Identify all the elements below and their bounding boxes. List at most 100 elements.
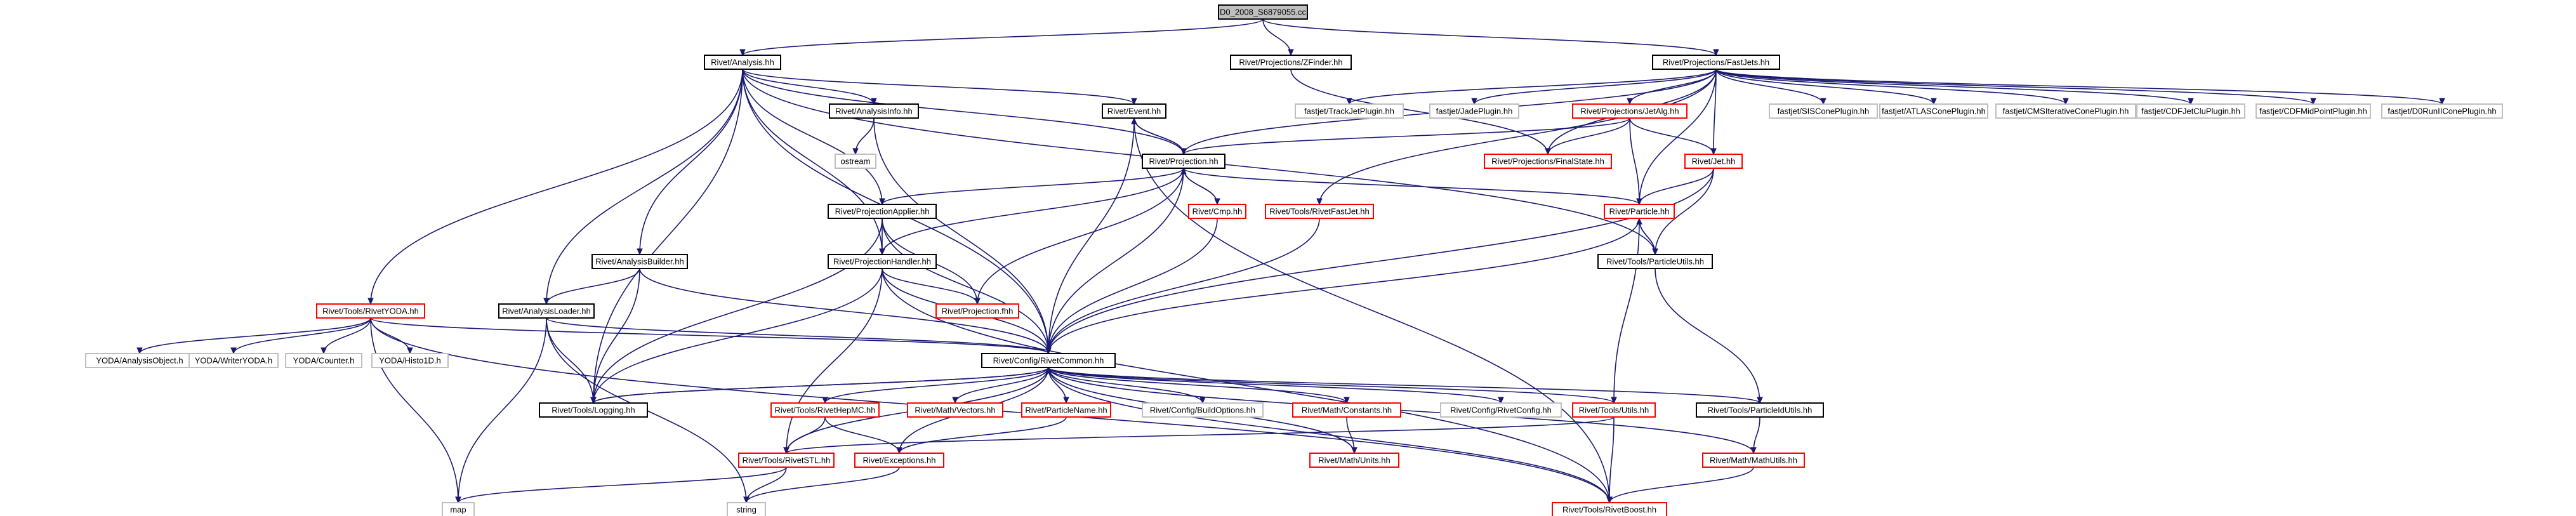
node-constants[interactable]: Rivet/Math/Constants.hh <box>1292 402 1401 418</box>
edge-analysis-to-analysisinfo <box>742 69 875 105</box>
edge-utils-to-rivetstl <box>786 416 1615 454</box>
edge-projapplier-to-rivetcommon <box>882 218 1049 354</box>
edge-fastjets-to-trackjet <box>1349 69 1717 105</box>
node-box-pidutils <box>1696 402 1824 418</box>
edge-rivetcommon-to-hepmc <box>824 367 1049 404</box>
edge-jet-to-particleutils <box>1655 168 1714 255</box>
arrowhead-analysisinfo-to-ostream <box>852 148 859 155</box>
node-box-rivetcommon <box>981 353 1116 368</box>
node-analysisbuilder[interactable]: Rivet/AnalysisBuilder.hh <box>591 254 688 269</box>
arrowhead-rivetcommon-to-constants <box>1344 397 1350 404</box>
node-event[interactable]: Rivet/Event.hh <box>1102 103 1166 119</box>
node-analysisinfo[interactable]: Rivet/AnalysisInfo.hh <box>829 103 919 119</box>
node-label-fastjets: Rivet/Projections/FastJets.hh <box>1663 58 1769 67</box>
edge-analysisinfo-to-ostream <box>855 117 875 155</box>
edge-analysis-to-projection <box>742 69 1184 155</box>
node-label-vectors: Rivet/Math/Vectors.hh <box>915 406 995 415</box>
node-yodawrite: YODA/WriterYODA.h <box>188 353 279 368</box>
node-root[interactable]: D0_2008_S6879055.cc <box>1218 4 1308 20</box>
node-zfinder[interactable]: Rivet/Projections/ZFinder.hh <box>1230 55 1352 70</box>
edge-zfinder-to-finalstate <box>1290 69 1549 155</box>
edge-fastjets-to-particle <box>1639 69 1717 205</box>
node-cdfmid: fastjet/CDFMidPointPlugin.hh <box>2256 103 2371 119</box>
node-projhandler[interactable]: Rivet/ProjectionHandler.hh <box>828 254 937 269</box>
node-analysis[interactable]: Rivet/Analysis.hh <box>704 55 781 70</box>
node-label-rivetfastjet: Rivet/Tools/RivetFastJet.hh <box>1269 207 1370 216</box>
edge-analysisinfo-to-rivetcommon <box>873 117 1049 354</box>
edge-rivetcommon-to-boost <box>1048 367 1610 503</box>
node-projfhh[interactable]: Rivet/Projection.fhh <box>935 303 1019 319</box>
edge-particleutils-to-pidutils <box>1655 268 1760 404</box>
edge-analysisbuilder-to-rivetcommon <box>639 268 1049 354</box>
arrowhead-rivetcommon-to-pidutils <box>1757 397 1763 404</box>
node-label-particle: Rivet/Particle.hh <box>1609 207 1670 216</box>
node-box-yodawrite <box>188 353 279 368</box>
arrowhead-projhandler-to-projfhh <box>974 298 981 305</box>
arrowhead-rivetcommon-to-rivetconfig <box>1498 397 1504 404</box>
node-label-particlename: Rivet/ParticleName.hh <box>1025 406 1107 415</box>
node-utils[interactable]: Rivet/Tools/Utils.hh <box>1572 402 1656 418</box>
node-label-yodahisto: YODA/Histo1D.h <box>379 356 441 366</box>
node-rivetfastjet[interactable]: Rivet/Tools/RivetFastJet.hh <box>1265 204 1374 219</box>
node-box-root <box>1218 4 1308 20</box>
edge-projhandler-to-logging <box>593 268 883 404</box>
node-label-logging: Rivet/Tools/Logging.hh <box>552 406 635 415</box>
arrowhead-rivetcommon-to-particlename <box>1063 397 1069 404</box>
node-exceptions[interactable]: Rivet/Exceptions.hh <box>854 453 944 468</box>
node-mathutils[interactable]: Rivet/Math/MathUtils.hh <box>1702 453 1805 468</box>
arrowhead-analysisbuilder-to-analysisloader <box>543 298 550 305</box>
arrowhead-fastjets-to-trackjet <box>1346 98 1352 105</box>
node-analysisloader[interactable]: Rivet/AnalysisLoader.hh <box>498 303 595 319</box>
edge-projhandler-to-boost <box>882 268 1610 503</box>
node-units[interactable]: Rivet/Math/Units.hh <box>1309 453 1399 468</box>
edge-projection-to-rivetcommon <box>1048 168 1184 354</box>
edge-jetalg-to-particle <box>1629 117 1640 205</box>
edge-rivetcommon-to-constants <box>1048 367 1347 404</box>
node-yodahisto: YODA/Histo1D.h <box>371 353 449 368</box>
node-projection[interactable]: Rivet/Projection.hh <box>1142 154 1225 169</box>
node-box-projapplier <box>828 204 937 219</box>
node-finalstate[interactable]: Rivet/Projections/FinalState.hh <box>1484 154 1612 169</box>
edge-event-to-boost <box>1133 117 1610 503</box>
edge-rivetcommon-to-utils <box>1048 367 1615 404</box>
node-particlename[interactable]: Rivet/ParticleName.hh <box>1021 402 1111 418</box>
node-box-trackjet <box>1295 103 1404 119</box>
node-logging[interactable]: Rivet/Tools/Logging.hh <box>539 402 648 418</box>
arrowhead-analysis-to-rivetyoda <box>367 298 374 305</box>
node-particle[interactable]: Rivet/Particle.hh <box>1604 204 1675 219</box>
node-yodaobj: YODA/AnalysisObject.h <box>85 353 194 368</box>
node-particleutils[interactable]: Rivet/Tools/ParticleUtils.hh <box>1597 254 1713 269</box>
node-rivetstl[interactable]: Rivet/Tools/RivetSTL.hh <box>738 453 835 468</box>
node-label-pidutils: Rivet/Tools/ParticleIdUtils.hh <box>1708 406 1813 415</box>
node-label-trackjet: fastjet/TrackJetPlugin.hh <box>1304 107 1394 116</box>
node-rivetyoda[interactable]: Rivet/Tools/RivetYODA.hh <box>316 303 425 319</box>
node-vectors[interactable]: Rivet/Math/Vectors.hh <box>907 402 1003 418</box>
node-projapplier[interactable]: Rivet/ProjectionApplier.hh <box>828 204 937 219</box>
edge-fastjets-to-rivetfastjet <box>1319 69 1717 205</box>
arrowhead-rivetyoda-to-yodahisto <box>407 347 413 355</box>
node-rivetcommon[interactable]: Rivet/Config/RivetCommon.hh <box>981 353 1116 368</box>
node-label-utils: Rivet/Tools/Utils.hh <box>1579 406 1649 415</box>
node-jet[interactable]: Rivet/Jet.hh <box>1684 154 1743 169</box>
node-pidutils[interactable]: Rivet/Tools/ParticleIdUtils.hh <box>1696 402 1824 418</box>
node-cmp[interactable]: Rivet/Cmp.hh <box>1188 204 1246 219</box>
node-box-analysisinfo <box>829 103 919 119</box>
edge-projection-to-projhandler <box>882 168 1184 255</box>
node-atlascone: fastjet/ATLASConePlugin.hh <box>1879 103 1988 119</box>
node-label-yodaobj: YODA/AnalysisObject.h <box>96 356 183 366</box>
edge-cmp-to-rivetcommon <box>1048 218 1218 354</box>
node-fastjets[interactable]: Rivet/Projections/FastJets.hh <box>1652 55 1780 70</box>
node-label-rivetstl: Rivet/Tools/RivetSTL.hh <box>743 456 831 465</box>
arrowhead-fastjets-to-d0run <box>2439 98 2445 105</box>
edge-logging-to-rivetcommon <box>593 367 1049 404</box>
node-box-particle <box>1604 204 1675 219</box>
node-jetalg[interactable]: Rivet/Projections/JetAlg.hh <box>1572 103 1688 119</box>
node-label-cdfjetclu: fastjet/CDFJetCluPlugin.hh <box>2141 107 2240 116</box>
node-box-mathutils <box>1702 453 1805 468</box>
node-boost[interactable]: Rivet/Tools/RivetBoost.hh <box>1552 502 1667 516</box>
node-box-rivetconfig <box>1440 402 1562 418</box>
node-hepmc[interactable]: Rivet/Tools/RivetHepMC.hh <box>770 402 880 418</box>
node-box-cmsiter <box>1995 103 2136 119</box>
node-label-buildoptions: Rivet/Config/BuildOptions.hh <box>1150 406 1255 415</box>
